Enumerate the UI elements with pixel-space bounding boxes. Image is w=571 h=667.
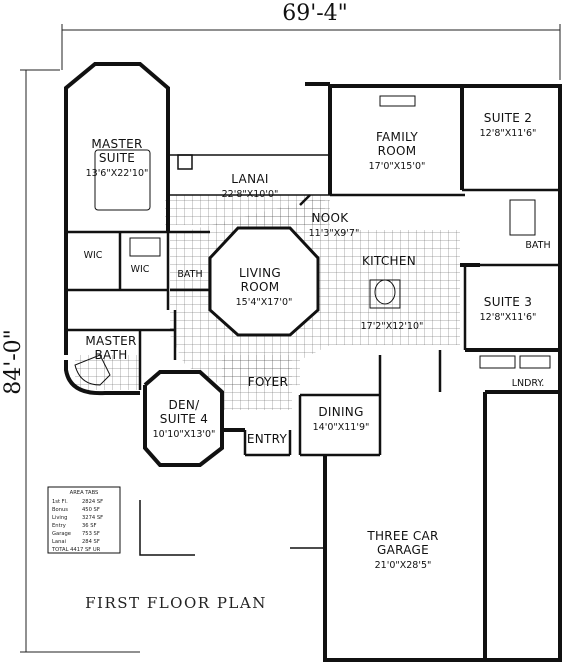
lanai-dims: 22'8"X10'0" <box>222 189 279 200</box>
foyer-name: FOYER <box>248 375 288 389</box>
living-room-name-2: ROOM <box>241 280 280 294</box>
area-tab-label: Living <box>52 515 67 521</box>
suite-2-name: SUITE 2 <box>484 111 532 125</box>
den-name-2: SUITE 4 <box>160 412 208 426</box>
nook-name: NOOK <box>312 211 350 225</box>
area-tab-label: Bonus <box>52 507 68 513</box>
width-dimension <box>61 24 561 80</box>
area-tab-label: Entry <box>52 523 66 529</box>
wic-right-name: WIC <box>131 264 150 275</box>
suite-3-dims: 12'8"X11'6" <box>480 312 537 323</box>
living-room-floor <box>208 226 320 337</box>
plan-title: FIRST FLOOR PLAN <box>85 594 267 612</box>
wic-left-name: WIC <box>84 250 103 261</box>
width-label: 69'-4" <box>282 1 348 26</box>
living-room-dims: 15'4"X17'0" <box>236 297 293 308</box>
den-dims: 10'10"X13'0" <box>153 429 216 440</box>
area-tab-value: 2824 SF <box>82 499 103 505</box>
area-tab-value: 3274 SF <box>82 515 103 521</box>
room-labels: MASTER SUITE 13'6"X22'10" LANAI 22'8"X10… <box>84 111 551 571</box>
depth-dimension <box>20 69 140 653</box>
master-suite-name-1: MASTER <box>91 137 142 151</box>
area-tab-label: Garage <box>52 531 71 537</box>
kitchen-dims: 17'2"X12'10" <box>361 321 424 332</box>
exterior-walls <box>64 62 562 662</box>
family-room-dims: 17'0"X15'0" <box>369 161 426 172</box>
den-name-1: DEN/ <box>168 398 200 412</box>
area-tab-value: 450 SF <box>82 507 100 513</box>
lanai-outline <box>168 154 330 196</box>
bath-center-name: BATH <box>177 269 202 280</box>
entry-name: ENTRY <box>247 432 288 446</box>
garage-name-1: THREE CAR <box>366 529 438 543</box>
master-bath-name-2: BATH <box>94 348 127 362</box>
depth-label: 84'-0" <box>1 329 26 395</box>
area-tab-label: Lanai <box>52 539 66 545</box>
laundry-name: LNDRY. <box>512 378 545 389</box>
area-tabs-total: TOTAL 4417 SF UR <box>51 547 101 553</box>
dining-name: DINING <box>318 405 363 419</box>
area-tab-label: 1st Fl. <box>52 499 68 505</box>
garage-name-2: GARAGE <box>377 543 429 557</box>
porch-walls <box>139 500 325 556</box>
area-tabs-table: AREA TABS 1st Fl. 2824 SF Bonus 450 SF L… <box>47 486 121 554</box>
family-room-name-1: FAMILY <box>376 130 418 144</box>
area-tab-value: 753 SF <box>82 531 100 537</box>
garage-dims: 21'0"X28'5" <box>375 560 432 571</box>
suite-3-name: SUITE 3 <box>484 295 532 309</box>
fixtures <box>74 95 551 386</box>
area-tab-value: 284 SF <box>82 539 100 545</box>
kitchen-name: KITCHEN <box>362 254 416 268</box>
master-suite-dims: 13'6"X22'10" <box>86 168 149 179</box>
nook-dims: 11'3"X9'7" <box>309 228 360 239</box>
master-suite-name-2: SUITE <box>99 151 135 165</box>
area-tab-value: 36 SF <box>82 523 97 529</box>
suite-2-dims: 12'8"X11'6" <box>480 128 537 139</box>
dining-dims: 14'0"X11'9" <box>313 422 370 433</box>
area-tabs-heading: AREA TABS <box>70 490 99 496</box>
bath-right-name: BATH <box>525 240 550 251</box>
lanai-name: LANAI <box>231 172 268 186</box>
family-room-name-2: ROOM <box>378 144 417 158</box>
living-room-name-1: LIVING <box>239 266 281 280</box>
interior-walls <box>66 188 560 457</box>
master-bath-name-1: MASTER <box>85 334 136 348</box>
